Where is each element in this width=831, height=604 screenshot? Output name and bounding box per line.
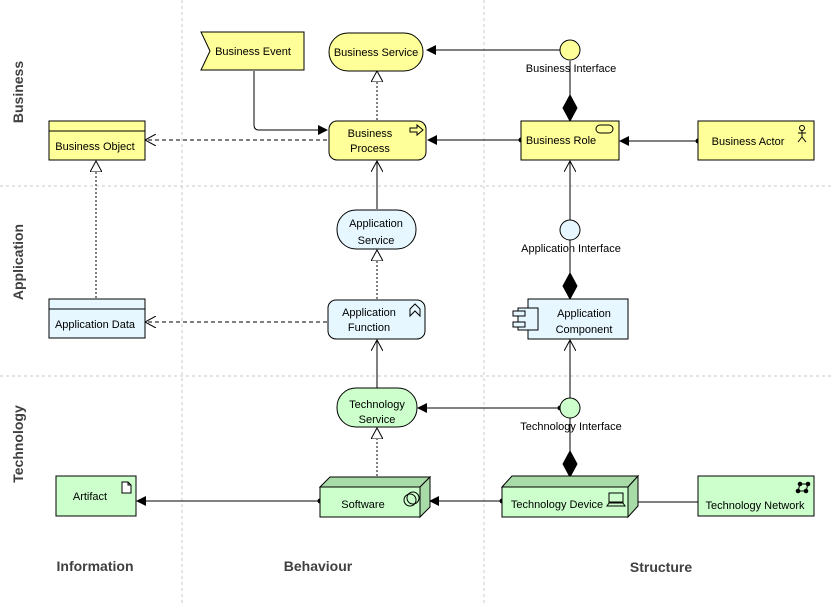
technology-network[interactable]: Technology Network [697,475,815,517]
application-component-label-line1: Application [557,308,611,320]
business-process-label-line1: Business [348,128,393,140]
function-chevron-icon [409,303,421,318]
application-data[interactable]: Application Data [48,298,146,339]
application-component[interactable]: Application Component [512,298,629,340]
actor-stick-figure-icon [797,125,807,143]
application-function-label-line1: Application [342,307,396,319]
artifact-document-icon [121,481,132,494]
technology-service-label-line1: Technology [349,399,405,411]
technology-device-label: Technology Device [511,499,603,511]
device-monitor-icon [606,492,626,507]
composition-diamond-application [562,271,578,301]
technology-network-label: Technology Network [705,500,805,512]
business-interface-icon [559,39,581,61]
business-event-label: Business Event [215,46,291,58]
role-cylinder-icon [595,124,614,134]
relationships [96,45,701,506]
artifact[interactable]: Artifact [55,475,137,517]
component-icon-tab-top [512,310,526,317]
application-interface-icon [559,219,581,241]
composition-diamond-business [562,93,578,123]
technology-interface-icon [559,397,581,419]
composition-diamond-technology [562,449,578,479]
network-icon [795,481,811,494]
business-service-label: Business Service [334,47,418,59]
business-actor-label: Business Actor [712,136,785,148]
application-service-label-line1: Application [349,218,403,230]
column-label-behaviour: Behaviour [284,558,353,574]
edge-event-to-process [253,71,328,135]
business-object-label: Business Object [55,141,134,153]
technology-device[interactable]: Technology Device [500,474,640,519]
system-software-icon [403,491,420,507]
software-label: Software [341,499,384,511]
software-node[interactable]: Software [318,475,432,519]
layer-label-business: Business [10,61,26,123]
layer-label-application: Application [10,224,26,300]
business-actor[interactable]: Business Actor [697,120,815,161]
component-icon-tab-bottom [512,321,526,328]
application-component-label-line2: Component [556,324,613,336]
technology-service-label-line2: Service [359,414,396,426]
layer-label-technology: Technology [10,405,26,483]
application-service-label-line2: Service [358,235,395,247]
business-role[interactable]: Business Role [520,120,620,161]
column-label-structure: Structure [630,559,692,575]
business-object[interactable]: Business Object [48,120,146,161]
business-process[interactable]: Business Process [328,120,427,161]
application-data-label: Application Data [55,319,136,331]
artifact-label: Artifact [73,491,107,503]
application-function[interactable]: Application Function [327,299,426,340]
business-event[interactable]: Business Event [200,31,305,71]
business-role-label: Business Role [526,135,596,147]
business-process-label-line2: Process [350,143,390,155]
application-function-label-line2: Function [348,322,390,334]
column-label-information: Information [57,558,134,574]
application-service[interactable]: Application Service [336,209,417,250]
technology-interface-label: Technology Interface [520,421,622,433]
technology-service[interactable]: Technology Service [336,387,418,428]
application-interface[interactable]: Application Interface [521,219,621,255]
business-interface-label: Business Interface [526,63,617,75]
business-service[interactable]: Business Service [328,32,424,72]
application-interface-label: Application Interface [521,243,621,255]
business-interface[interactable]: Business Interface [526,39,617,75]
process-arrow-icon [409,123,424,137]
technology-interface[interactable]: Technology Interface [520,397,622,433]
